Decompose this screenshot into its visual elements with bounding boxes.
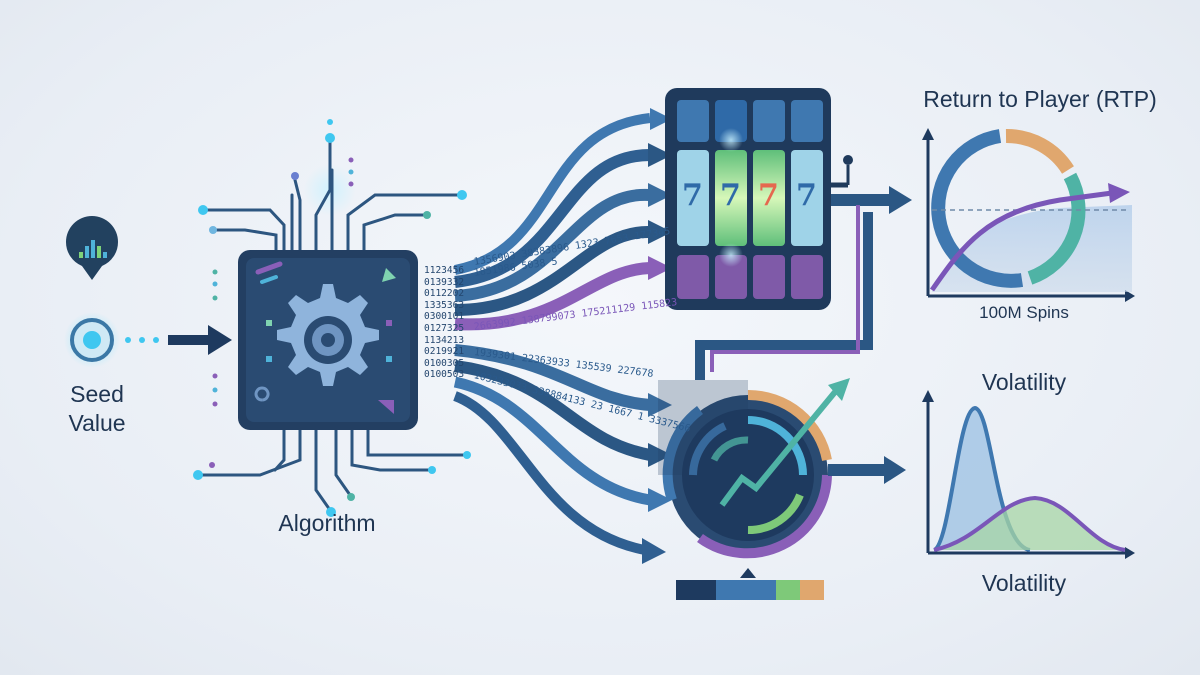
seven-glyph-icon: 7 [720,178,741,213]
gauge-to-volatility-arrow [828,456,906,484]
seed-arrow [125,325,232,355]
algorithm-number: 1123456 [424,265,465,276]
equalizer-icon [79,240,107,258]
algorithm-number: 0219921 [424,346,465,358]
circuit-trace-icon [198,138,467,512]
rtp-caption: 100M Spins [979,303,1069,322]
algorithm-number: 0100503 [424,369,465,381]
seven-glyph-icon: 7 [758,178,779,213]
seed-label-line2: Value [68,410,126,436]
seven-glyph-icon: 7 [796,178,817,213]
algorithm-number: 0112202 [424,288,465,300]
seven-glyph-icon: 7 [682,178,703,213]
algorithm-chip [238,250,418,430]
algorithm-number: 1134213 [424,334,465,346]
volatility-caption: Volatility [981,570,1067,596]
algorithm-number: 0127325 [424,322,465,334]
algorithm-number: 1335363 [424,299,465,311]
flow-arrows [453,113,652,555]
volatility-title: Volatility [981,369,1067,395]
gauge-icon [658,380,832,559]
algorithm-label: Algorithm [278,510,376,536]
flow-arrow-heads [642,108,672,564]
slot-reels [665,88,853,310]
seed-node [64,312,120,368]
gauge-color-bar [676,568,824,600]
seed-icon-pin [66,216,118,280]
reels-to-rtp-arrow [831,186,912,214]
algorithm-number: 0100305 [424,357,465,369]
volatility-chart [922,390,1135,559]
rtp-title: Return to Player (RTP) [923,86,1157,112]
circuit-nodes [193,119,471,517]
algorithm-number: 0139332 [424,276,465,288]
feedback-connector [695,205,873,380]
seed-value-label: Seed Value [54,380,140,438]
trend-arrow-icon [719,378,850,507]
algorithm-number: 0300101 [424,311,465,323]
seed-label-line1: Seed [70,381,124,407]
gear-icon [277,284,379,386]
rtp-chart [922,128,1135,302]
